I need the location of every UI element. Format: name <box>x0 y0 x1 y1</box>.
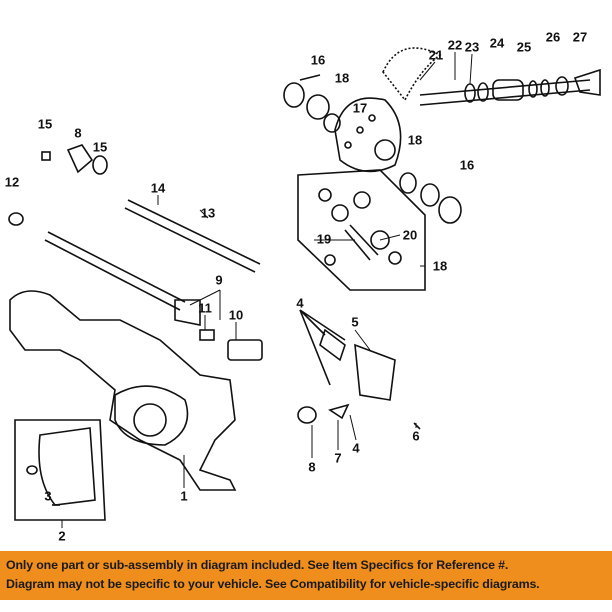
small-left-parts <box>8 144 108 226</box>
callout-9: 9 <box>215 272 223 288</box>
ring-pinion-gear <box>382 47 601 106</box>
callout-19: 19 <box>316 231 332 247</box>
carrier-bearing-group <box>283 74 341 133</box>
callout-15: 15 <box>37 116 53 132</box>
callout-21: 21 <box>428 47 444 63</box>
callout-12: 12 <box>4 174 20 190</box>
callout-24: 24 <box>489 35 505 51</box>
callout-15: 15 <box>92 139 108 155</box>
disclaimer-line-1: Only one part or sub-assembly in diagram… <box>6 558 509 572</box>
right-small-parts <box>199 309 421 430</box>
leader-lines <box>61 52 473 528</box>
diff-gear-kit-box <box>297 169 426 291</box>
callout-10: 10 <box>228 307 244 323</box>
callout-18: 18 <box>432 258 448 274</box>
callout-8: 8 <box>308 459 316 475</box>
callout-25: 25 <box>516 39 532 55</box>
callout-13: 13 <box>200 205 216 221</box>
callout-7: 7 <box>334 450 342 466</box>
callout-16: 16 <box>459 157 475 173</box>
callout-18: 18 <box>334 70 350 86</box>
callout-5: 5 <box>351 314 359 330</box>
callout-16: 16 <box>310 52 326 68</box>
callout-6: 6 <box>412 428 420 444</box>
callout-1: 1 <box>180 488 188 504</box>
callout-27: 27 <box>572 29 588 45</box>
callout-23: 23 <box>464 39 480 55</box>
callout-8: 8 <box>74 125 82 141</box>
axle-exploded-drawing <box>8 47 601 528</box>
side-bearing-group <box>399 172 462 224</box>
callout-4: 4 <box>296 295 304 311</box>
callout-18: 18 <box>407 132 423 148</box>
callout-14: 14 <box>150 180 166 196</box>
callout-17: 17 <box>352 100 368 116</box>
callout-11: 11 <box>198 300 212 316</box>
callout-26: 26 <box>545 29 561 45</box>
callout-20: 20 <box>402 227 418 243</box>
axle-shafts <box>44 199 261 326</box>
cover-box <box>14 419 106 521</box>
axle-housing <box>9 290 237 491</box>
callout-4: 4 <box>352 440 360 456</box>
callout-3: 3 <box>44 488 52 504</box>
callout-22: 22 <box>447 37 463 53</box>
callout-2: 2 <box>58 528 66 544</box>
differential-case <box>334 97 402 173</box>
disclaimer-banner: Only one part or sub-assembly in diagram… <box>0 551 612 600</box>
disclaimer-line-2: Diagram may not be specific to your vehi… <box>6 577 540 591</box>
